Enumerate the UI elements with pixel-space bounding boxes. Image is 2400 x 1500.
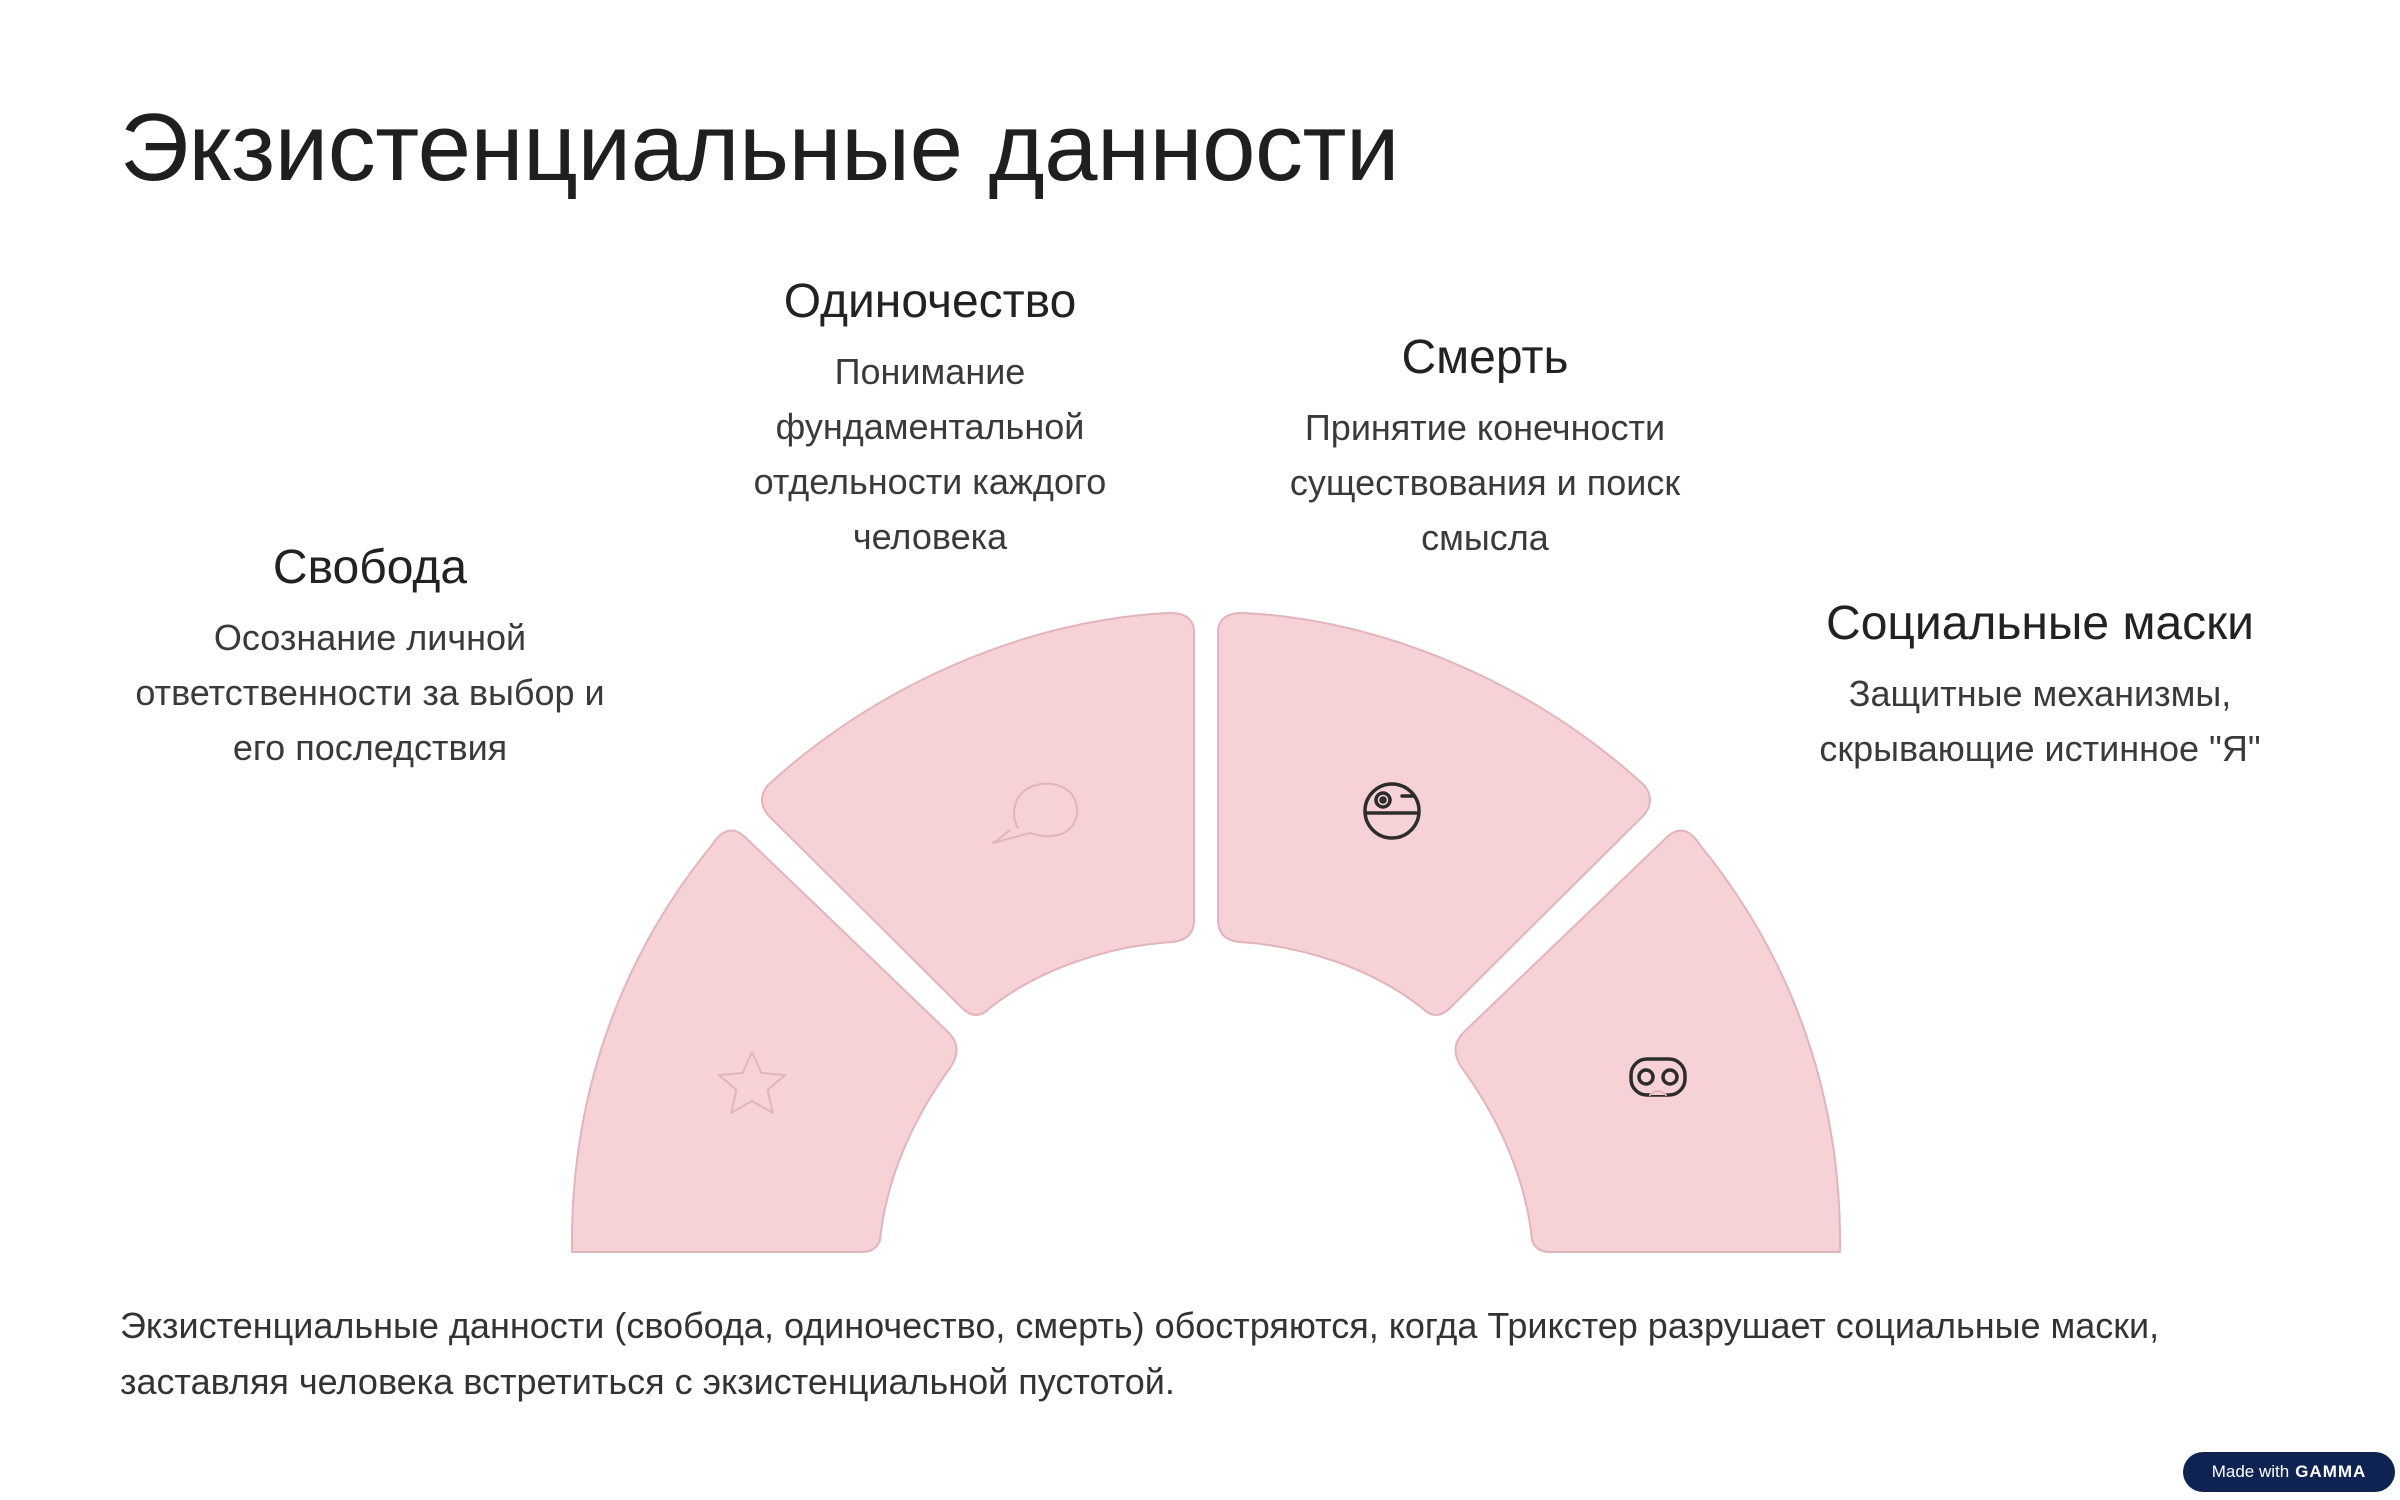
segment-label-freedom: Свобода Осознание личной ответственности… (120, 538, 620, 775)
segment-label-loneliness: Одиночество Понимание фундаментальной от… (720, 272, 1140, 564)
segment-loneliness (761, 611, 1195, 1016)
segment-description: Защитные механизмы, скрывающие истинное … (1819, 673, 2261, 769)
segment-description: Осознание личной ответственности за выбо… (135, 617, 605, 768)
segment-label-death: Смерть Принятие конечности существования… (1255, 328, 1715, 565)
segment-title: Смерть (1401, 331, 1569, 384)
summary-text: Экзистенциальные данности (свобода, один… (120, 1305, 2160, 1402)
segment-description: Принятие конечности существования и поис… (1289, 407, 1681, 558)
segment-title: Социальные маски (1826, 597, 2254, 650)
page-title: Экзистенциальные данности (120, 94, 1400, 201)
mask-icon (1629, 1057, 1687, 1097)
segment-death (1217, 611, 1651, 1016)
segment-label-social-masks: Социальные маски Защитные механизмы, скр… (1790, 594, 2290, 776)
segment-description: Понимание фундаментальной отдельности ка… (753, 351, 1107, 557)
badge-prefix: Made with (2211, 1462, 2290, 1481)
made-with-gamma-badge[interactable]: Made with GAMMA (2183, 1452, 2395, 1492)
star-icon (718, 1051, 786, 1114)
speech-bubble-icon (992, 782, 1079, 844)
segment-title: Одиночество (783, 275, 1077, 328)
gamma-logo: GAMMA (2295, 1462, 2367, 1481)
death-star-icon (1363, 782, 1421, 840)
segment-social-masks (1454, 829, 1842, 1253)
segment-freedom (570, 829, 958, 1253)
segment-title: Свобода (272, 541, 468, 594)
